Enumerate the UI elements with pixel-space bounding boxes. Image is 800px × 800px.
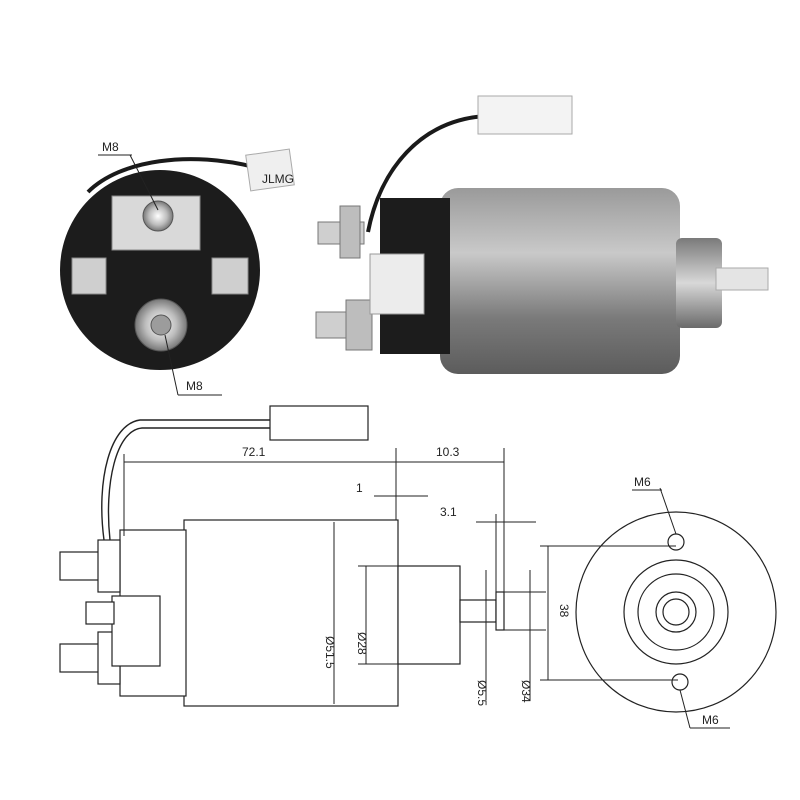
dim-body-diameter: Ø51.5	[323, 636, 337, 669]
callout-bottom-m8: M8	[186, 379, 203, 393]
end-cap-disc	[60, 170, 260, 370]
dim-plunger-length: 10.3	[436, 445, 460, 459]
drawing-side-view: 72.1 10.3 1 3.1 Ø51.5 Ø28 Ø5.5 Ø34	[59, 405, 546, 707]
solenoid-body	[440, 188, 680, 374]
mounting-hole-bottom	[671, 673, 689, 691]
drawing-body	[183, 519, 399, 707]
side-connector-plug	[477, 95, 573, 135]
drawing-upper-stud	[59, 551, 105, 581]
drawing-tip	[495, 591, 505, 631]
drawing-end-view: 38 M6 M6	[540, 475, 777, 729]
dim-flange-height: 38	[557, 604, 571, 618]
photo-end-view: JLMG M8 M8	[60, 140, 295, 396]
dim-overall-length: 72.1	[242, 445, 266, 459]
mounting-hole-top	[667, 533, 685, 551]
dim-shaft-diameter: Ø34	[519, 680, 533, 703]
wire-connector-plug	[245, 148, 295, 192]
dim-gap-small: 1	[356, 481, 363, 495]
drawing-bracket	[111, 595, 161, 667]
drawing-shaft	[459, 599, 497, 623]
drawing-plug	[269, 405, 369, 441]
terminal-bracket	[369, 253, 425, 315]
dim-tip-diameter: Ø5.5	[475, 680, 489, 706]
side-wire	[366, 114, 487, 233]
right-tab	[211, 257, 249, 295]
callout-top-m8: M8	[102, 140, 119, 154]
drawing-wire	[101, 419, 272, 541]
dim-nose-diameter: Ø28	[355, 632, 369, 655]
connector-marking: JLMG	[262, 172, 294, 186]
connector-wire	[86, 157, 259, 194]
callout-hole-bottom: M6	[702, 713, 719, 727]
callout-hole-top: M6	[634, 475, 651, 489]
dim-gap-tip: 3.1	[440, 505, 457, 519]
plunger-tab	[715, 267, 769, 291]
photo-side-view	[315, 95, 769, 374]
top-stud-bolt	[142, 200, 174, 232]
left-tab	[71, 257, 107, 295]
drawing-nose	[397, 565, 461, 665]
plunger-nub	[676, 238, 722, 328]
